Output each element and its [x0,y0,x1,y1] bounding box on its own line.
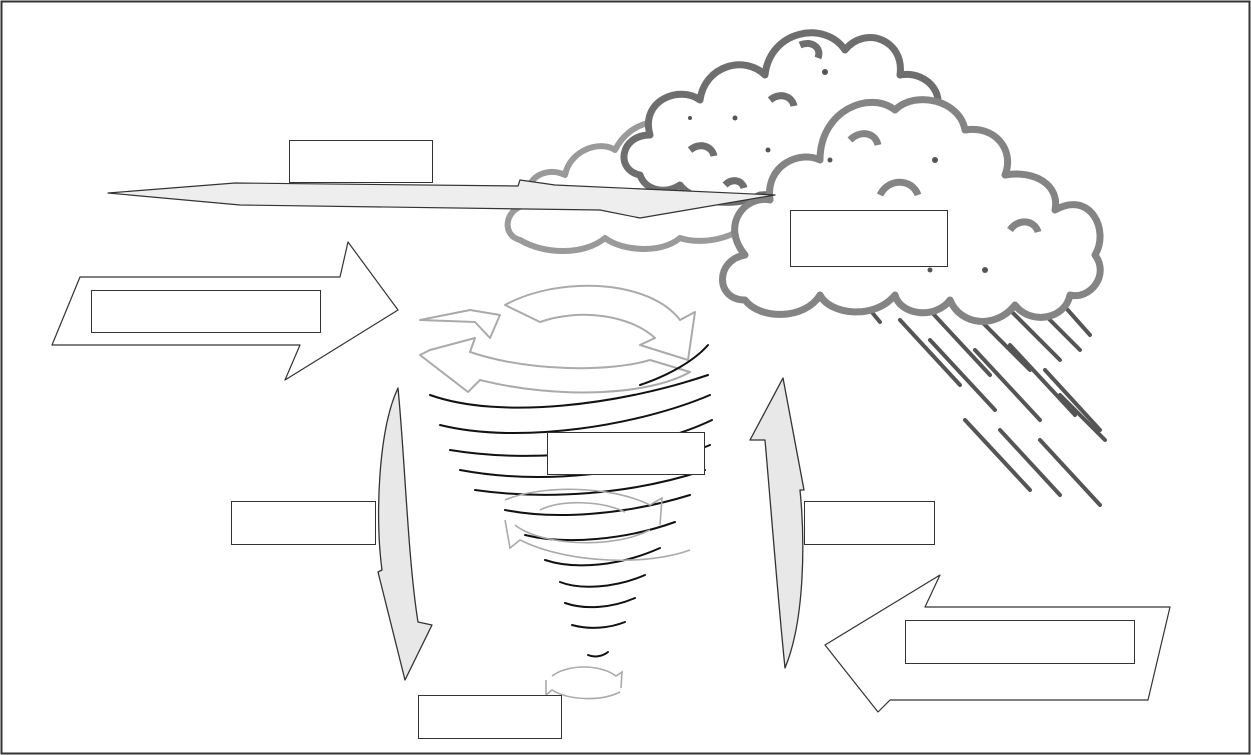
updraft-arrow-icon [749,377,805,669]
label-box-right-wind[interactable] [905,620,1135,664]
label-box-cloud[interactable] [790,210,948,267]
label-box-updraft[interactable] [804,501,935,545]
label-box-top-wind[interactable] [289,140,433,183]
ground-rotation-arrows-icon [545,666,623,700]
cloud-front-dots [827,157,988,273]
rotation-arrows-icon [419,284,696,394]
label-box-downdraft[interactable] [231,501,376,545]
label-box-ground[interactable] [418,695,562,739]
label-box-left-wind[interactable] [91,290,321,333]
label-box-funnel[interactable] [547,432,705,475]
downdraft-arrow-icon [377,387,433,681]
top-wind-arrow-icon [107,179,776,219]
small-rotation-arrows-icon [504,488,691,562]
